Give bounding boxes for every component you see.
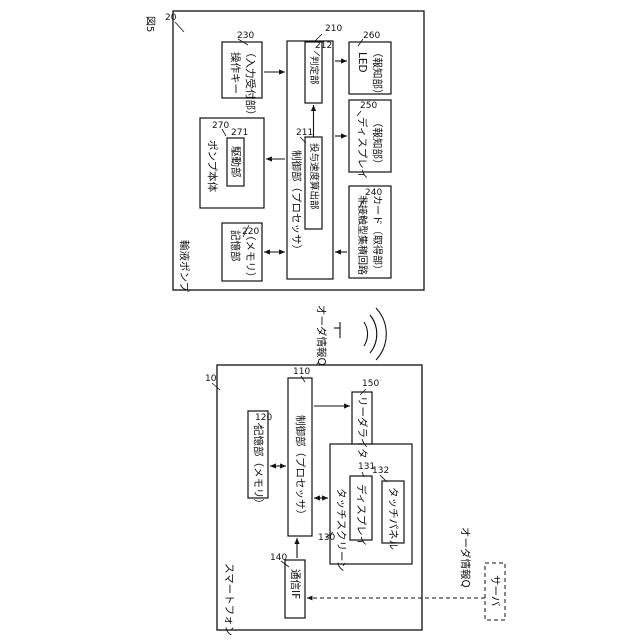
operation-key-label-2: （入力受付部）: [244, 47, 257, 121]
touchscreen-ref: 130: [318, 533, 335, 543]
pump-memory-label-2: （メモリ）: [244, 230, 256, 283]
touchscreen-label: タッチスクリーン: [335, 488, 347, 571]
judge-ref: 212: [315, 41, 332, 51]
pump-processor-label: 制御部（プロセッサ）: [290, 150, 303, 255]
phone-ref: 10: [205, 374, 217, 384]
dose-calc-label: 投与速度算出部: [308, 143, 320, 210]
order-info-wireless: オーダ情報Q: [315, 305, 328, 366]
phone-processor-ref: 110: [293, 367, 310, 377]
order-info-server: オーダ情報Q: [459, 527, 472, 588]
touchpanel-ref: 132: [372, 466, 389, 476]
pump-memory-label-1: 記憶部: [229, 230, 242, 262]
pump-body-ref: 270: [212, 121, 229, 131]
pump-name: 輸液ポンプ: [178, 240, 191, 293]
pump-processor-ref: 210: [325, 24, 342, 34]
phone-name: スマートフォン: [223, 563, 235, 636]
led-ref: 260: [363, 31, 380, 41]
dose-calc-ref: 211: [296, 128, 313, 138]
operation-key-ref: 230: [237, 31, 254, 41]
comm-if-label: 通信IF: [289, 569, 301, 599]
operation-key-block: [222, 42, 262, 98]
wireless-antenna-icon: [334, 322, 340, 338]
comm-if-ref: 140: [270, 553, 287, 563]
pump-body-label: ポンプ本体: [206, 140, 219, 193]
touchpanel-label: タッチパネル: [387, 487, 399, 550]
drive-ref: 271: [231, 128, 248, 138]
pump-display-label-2: （報知部）: [371, 117, 384, 170]
drive-label: 駆動部: [230, 146, 243, 178]
operation-key-label-1: 操作キー: [229, 52, 242, 94]
led-label-1: LED: [356, 52, 368, 73]
radio-wave-icon: [364, 308, 386, 360]
reader-writer-label: リーダライタ: [356, 396, 369, 459]
pump-display-ref: 250: [360, 101, 377, 111]
phone-memory-label: 記憶部（メモリ）: [252, 425, 265, 509]
phone-processor-label: 制御部（プロセッサ）: [294, 415, 307, 520]
pump-ref: 20: [165, 13, 177, 23]
phone-display-label: ディスプレイ: [355, 484, 368, 546]
judge-label: 判定部: [308, 56, 320, 85]
reader-writer-ref: 150: [362, 379, 379, 389]
figure-label: 図5: [144, 16, 156, 32]
server-label: サーバ: [489, 575, 501, 607]
phone-memory-ref: 120: [255, 413, 272, 423]
pump-display-label-1: ディスプレイ: [356, 117, 369, 179]
led-label-2: （報知部）: [371, 47, 384, 100]
